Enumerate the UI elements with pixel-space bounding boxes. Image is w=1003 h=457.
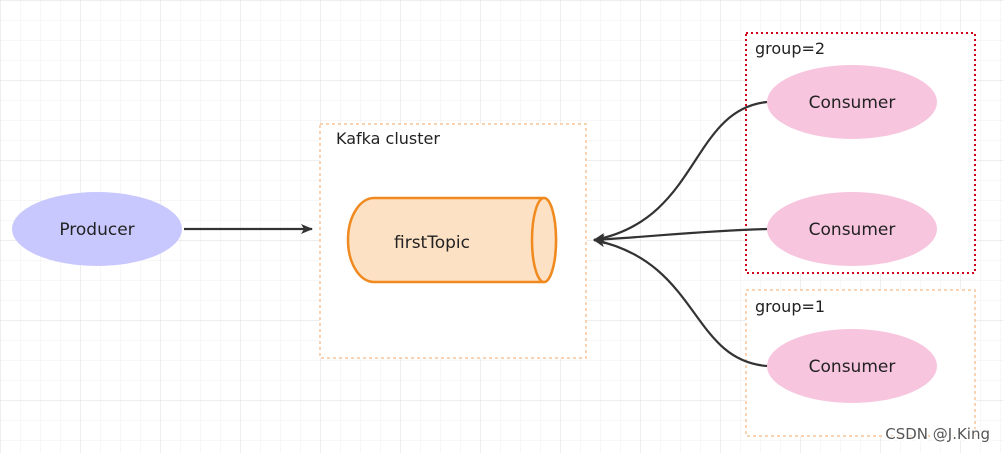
topic-label: firstTopic [394,233,470,253]
watermark-halo: CSDN @J.King [885,425,990,443]
producer-label: Producer [59,220,134,240]
kafka-cluster-label: Kafka cluster [336,129,440,148]
topic-cylinder-cap [530,196,558,284]
consumer-2-to-topic-arrow [593,227,768,245]
group-1-label: group=1 [755,297,825,316]
group-2-label: group=2 [755,39,825,58]
consumer-3-to-topic-arrow [593,237,768,368]
consumer-label-2: Consumer [809,220,896,240]
producer-node [12,192,182,266]
consumer-label-1: Consumer [809,93,896,113]
consumer-label-3: Consumer [809,357,896,377]
consumer-node-3 [767,329,937,403]
consumer-node-1 [767,65,937,139]
topic-cylinder: firstTopic [346,196,558,284]
consumer-node-2 [767,192,937,266]
watermark-text: CSDN @J.King [885,425,990,443]
consumer-1-to-topic-arrow [593,100,768,243]
